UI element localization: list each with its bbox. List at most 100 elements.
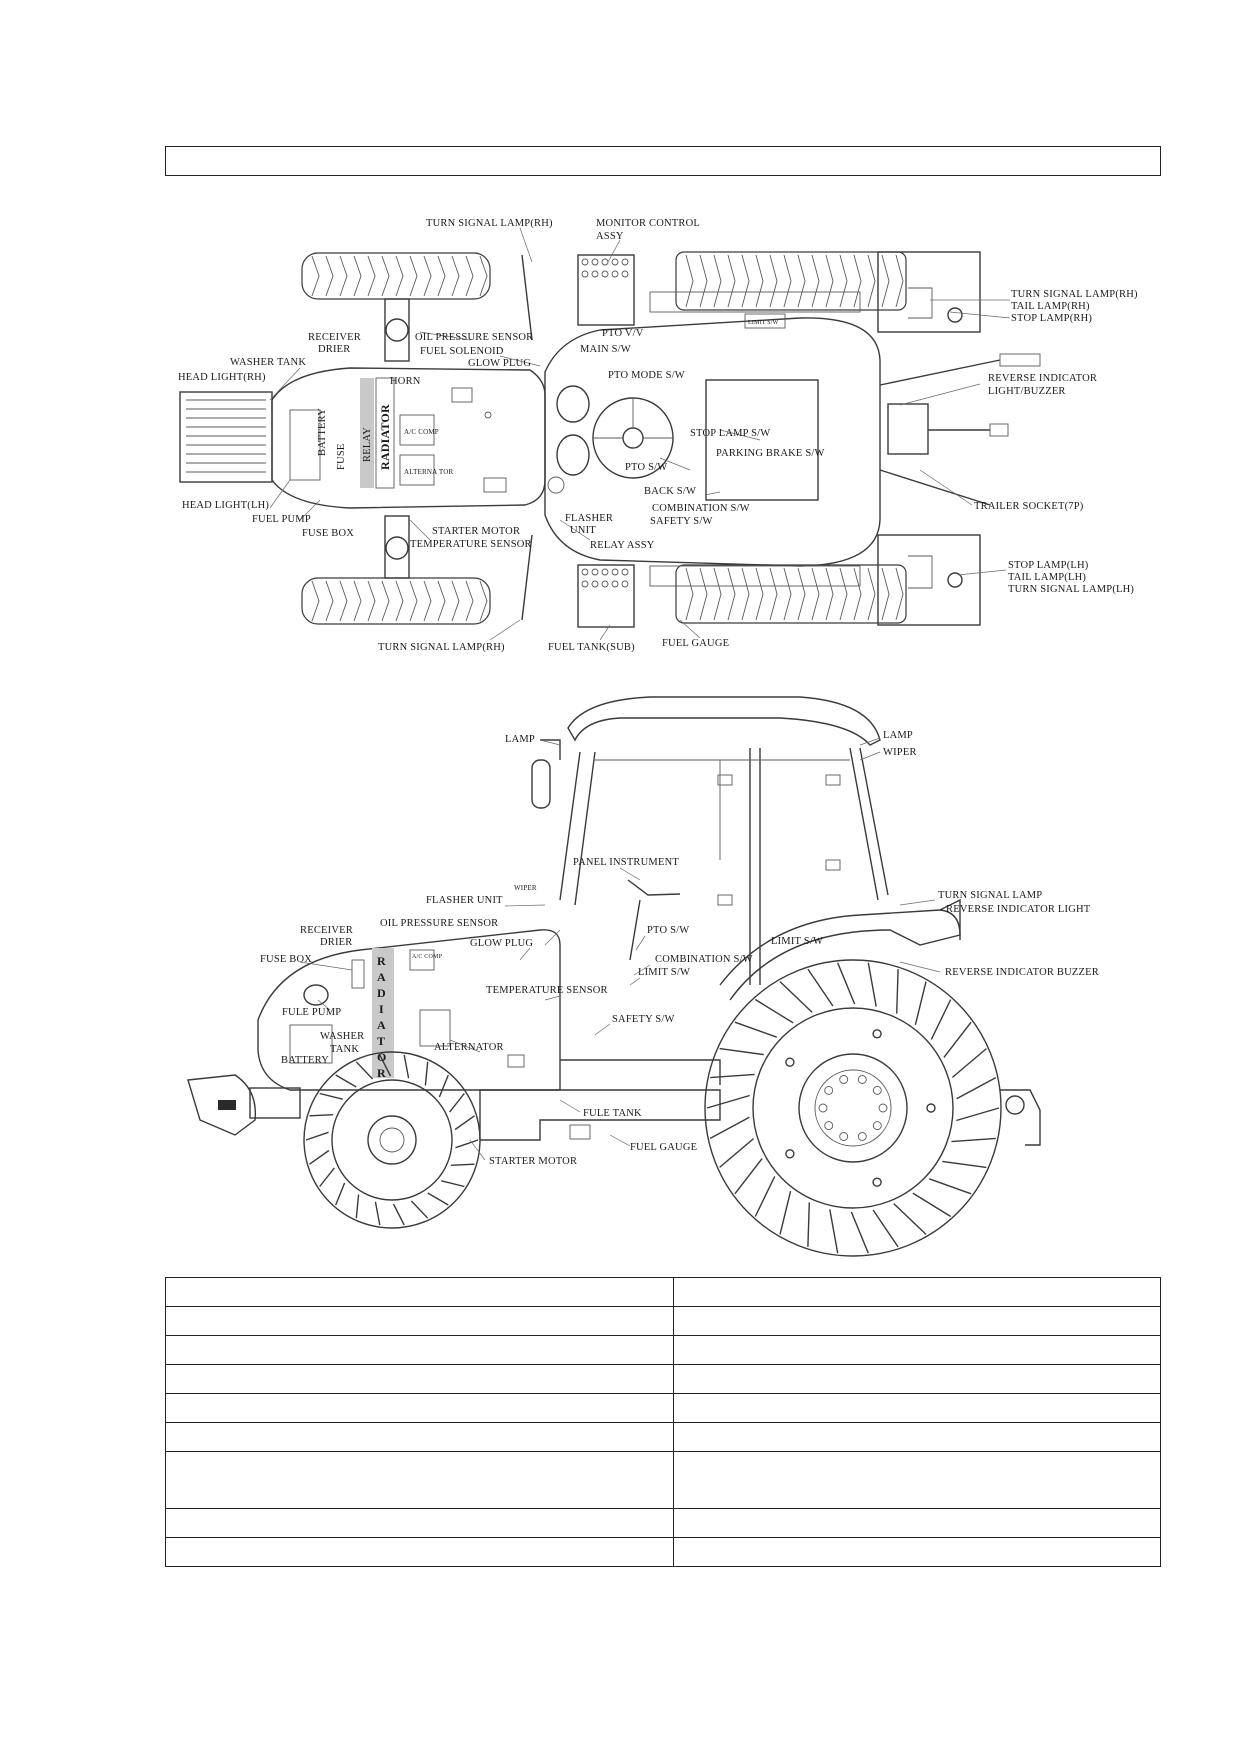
label-oil-pressure-sensor: OIL PRESSURE SENSOR [415, 332, 533, 343]
tread-mark [727, 567, 736, 621]
tread-mark [783, 567, 792, 621]
front-hub-right [384, 298, 410, 362]
label-starter-motor-side: STARTER MOTOR [489, 1156, 577, 1167]
leader-line [519, 227, 533, 263]
tread-mark [811, 254, 820, 308]
rim-bolt [872, 1029, 882, 1039]
leader-line [559, 1099, 581, 1113]
label-light-buzzer: LIGHT/BUZZER [988, 386, 1066, 397]
label-safety-sw: SAFETY S/W [650, 516, 713, 527]
hub-bolt [824, 1121, 834, 1131]
fuel-pump-side [303, 984, 329, 1006]
tread-mark [755, 567, 764, 621]
tread-mark [685, 567, 694, 621]
tread-mark [797, 567, 806, 621]
hub-bolt [839, 1132, 849, 1141]
label-ac-comp-side: A/C COMP [412, 954, 443, 960]
rear-tire-left [675, 564, 907, 624]
table-cell [673, 1393, 1161, 1423]
label-limit-sw-plate: LIMIT S/W [748, 320, 779, 326]
label-limit-sw-side: LIMIT S/W [638, 967, 690, 978]
tread-mark [769, 254, 778, 308]
leader-line [469, 1139, 486, 1161]
tread-lug [379, 1054, 392, 1077]
tread-lug [438, 1074, 449, 1098]
leader-line [919, 469, 973, 506]
table-cell [673, 1422, 1161, 1452]
label-flasher-unit: FLASHER UNIT [426, 895, 503, 906]
tread-lug [872, 1209, 899, 1248]
leader-line [629, 977, 641, 986]
mirror [531, 759, 551, 809]
label-stop-lamp-sw: STOP LAMP S/W [690, 428, 770, 439]
table-cell [165, 1364, 674, 1394]
tread-mark [395, 580, 404, 622]
control-dot [621, 258, 629, 266]
tread-mark [797, 254, 806, 308]
tread-lug [392, 1203, 405, 1226]
tread-lug [374, 1201, 381, 1226]
cab-floor-panel [705, 379, 819, 501]
front-hub-left [384, 515, 410, 579]
tread-lug [710, 1073, 755, 1079]
tread-lug [807, 968, 834, 1007]
tread-mark [479, 580, 488, 622]
label-monitor-control: MONITOR CONTROL [596, 218, 700, 229]
leader-line [519, 947, 531, 961]
radiator-letter: R [377, 1066, 386, 1080]
tread-lug [410, 1200, 429, 1219]
radiator-letter: I [379, 1002, 384, 1016]
control-dot [591, 258, 599, 266]
label-tail-lamp-rh: TAIL LAMP(RH) [1011, 301, 1090, 312]
tread-mark [699, 567, 708, 621]
tread-lug [837, 962, 856, 1005]
table-row [165, 1277, 1161, 1307]
label-radiator-top: RADIATOR [378, 404, 392, 470]
label-stop-lamp-rh: STOP LAMP(RH) [1011, 313, 1092, 324]
label-glow-plug-side: GLOW PLUG [470, 938, 533, 949]
tread-lug [914, 981, 927, 1025]
tread-mark [325, 580, 334, 622]
tread-lug [335, 1182, 346, 1206]
label-washer-tank: WASHER TANK [230, 357, 306, 368]
leader-line [544, 995, 561, 1001]
tread-mark [755, 254, 764, 308]
fender-left [877, 534, 981, 626]
parts-table [165, 1277, 1161, 1567]
label-lamp-left: LAMP [505, 734, 535, 745]
tread-lug [956, 1076, 997, 1100]
hub-bolt [818, 1103, 828, 1113]
leader-line [957, 569, 1007, 576]
label-temperature-sensor: TEMPERATURE SENSOR [410, 539, 532, 550]
tread-mark [825, 254, 834, 308]
tread-mark [867, 567, 876, 621]
label-flasher: FLASHER [565, 513, 613, 524]
rear-tire-right [675, 251, 907, 311]
leader-line [704, 491, 721, 496]
tread-lug [441, 1180, 465, 1188]
tread-mark [381, 580, 390, 622]
tread-lug [779, 981, 813, 1013]
tread-mark [741, 254, 750, 308]
tread-mark [713, 254, 722, 308]
label-fuel-tank-sub: FUEL TANK(SUB) [548, 642, 635, 653]
tread-lug [930, 999, 952, 1040]
label-pto-mode-sw: PTO MODE S/W [608, 370, 685, 381]
label-back-sw: BACK S/W [644, 486, 696, 497]
label-turn-signal-lamp-rh-rear: TURN SIGNAL LAMP(RH) [1011, 289, 1138, 300]
tread-lug [706, 1094, 750, 1109]
table-row [165, 1451, 1161, 1509]
leader-line [633, 964, 651, 976]
tread-mark [811, 567, 820, 621]
label-stop-lamp-lh: STOP LAMP(LH) [1008, 560, 1089, 571]
ac-comp-box [399, 414, 435, 446]
hub-bolt [872, 1085, 882, 1095]
control-dot [611, 270, 619, 278]
leader-line [419, 331, 471, 341]
tread-mark [881, 254, 890, 308]
control-dot [621, 568, 629, 576]
tread-mark [409, 255, 418, 297]
label-reverse-indicator-light: REVERSE INDICATOR LIGHT [946, 904, 1091, 915]
label-pto-vv: PTO V/V [602, 328, 644, 339]
tread-mark [437, 255, 446, 297]
